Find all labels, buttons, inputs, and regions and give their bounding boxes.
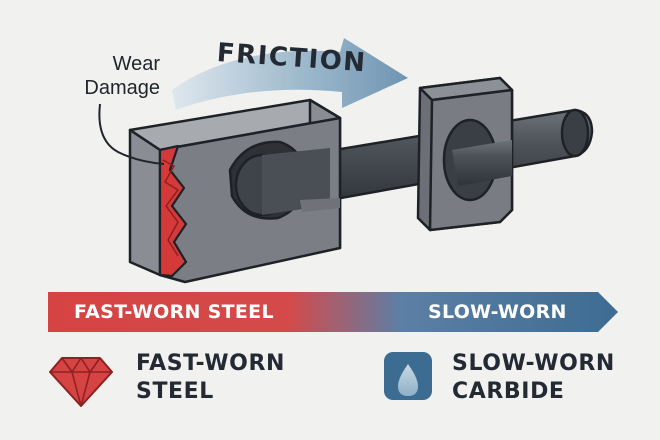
legend-carbide-line-1: SLOW-WORN: [452, 351, 615, 376]
legend-steel-line-2: STEEL: [136, 379, 214, 404]
callout-line-1: Wear: [112, 53, 160, 75]
legend-item-carbide: SLOW-WORN CARBIDE: [452, 350, 615, 406]
bar-right-label: SLOW-WORN: [428, 301, 567, 323]
steel-block: [128, 98, 342, 284]
wear-damage-callout: Wear Damage: [60, 52, 160, 100]
gem-icon: [49, 357, 113, 407]
callout-leader: [98, 103, 165, 165]
friction-arrow: [172, 38, 408, 110]
legend-steel-line-1: FAST-WORN: [136, 351, 286, 376]
callout-line-2: Damage: [84, 77, 160, 99]
wear-damage-zone: [158, 144, 188, 278]
gradient-bar: [48, 292, 618, 332]
carbide-bushing: [416, 76, 514, 232]
water-drop-icon: [384, 352, 432, 400]
legend-item-steel: FAST-WORN STEEL: [136, 350, 285, 406]
legend-carbide-line-2: CARBIDE: [452, 379, 565, 404]
bar-left-label: FAST-WORN STEEL: [74, 301, 274, 323]
